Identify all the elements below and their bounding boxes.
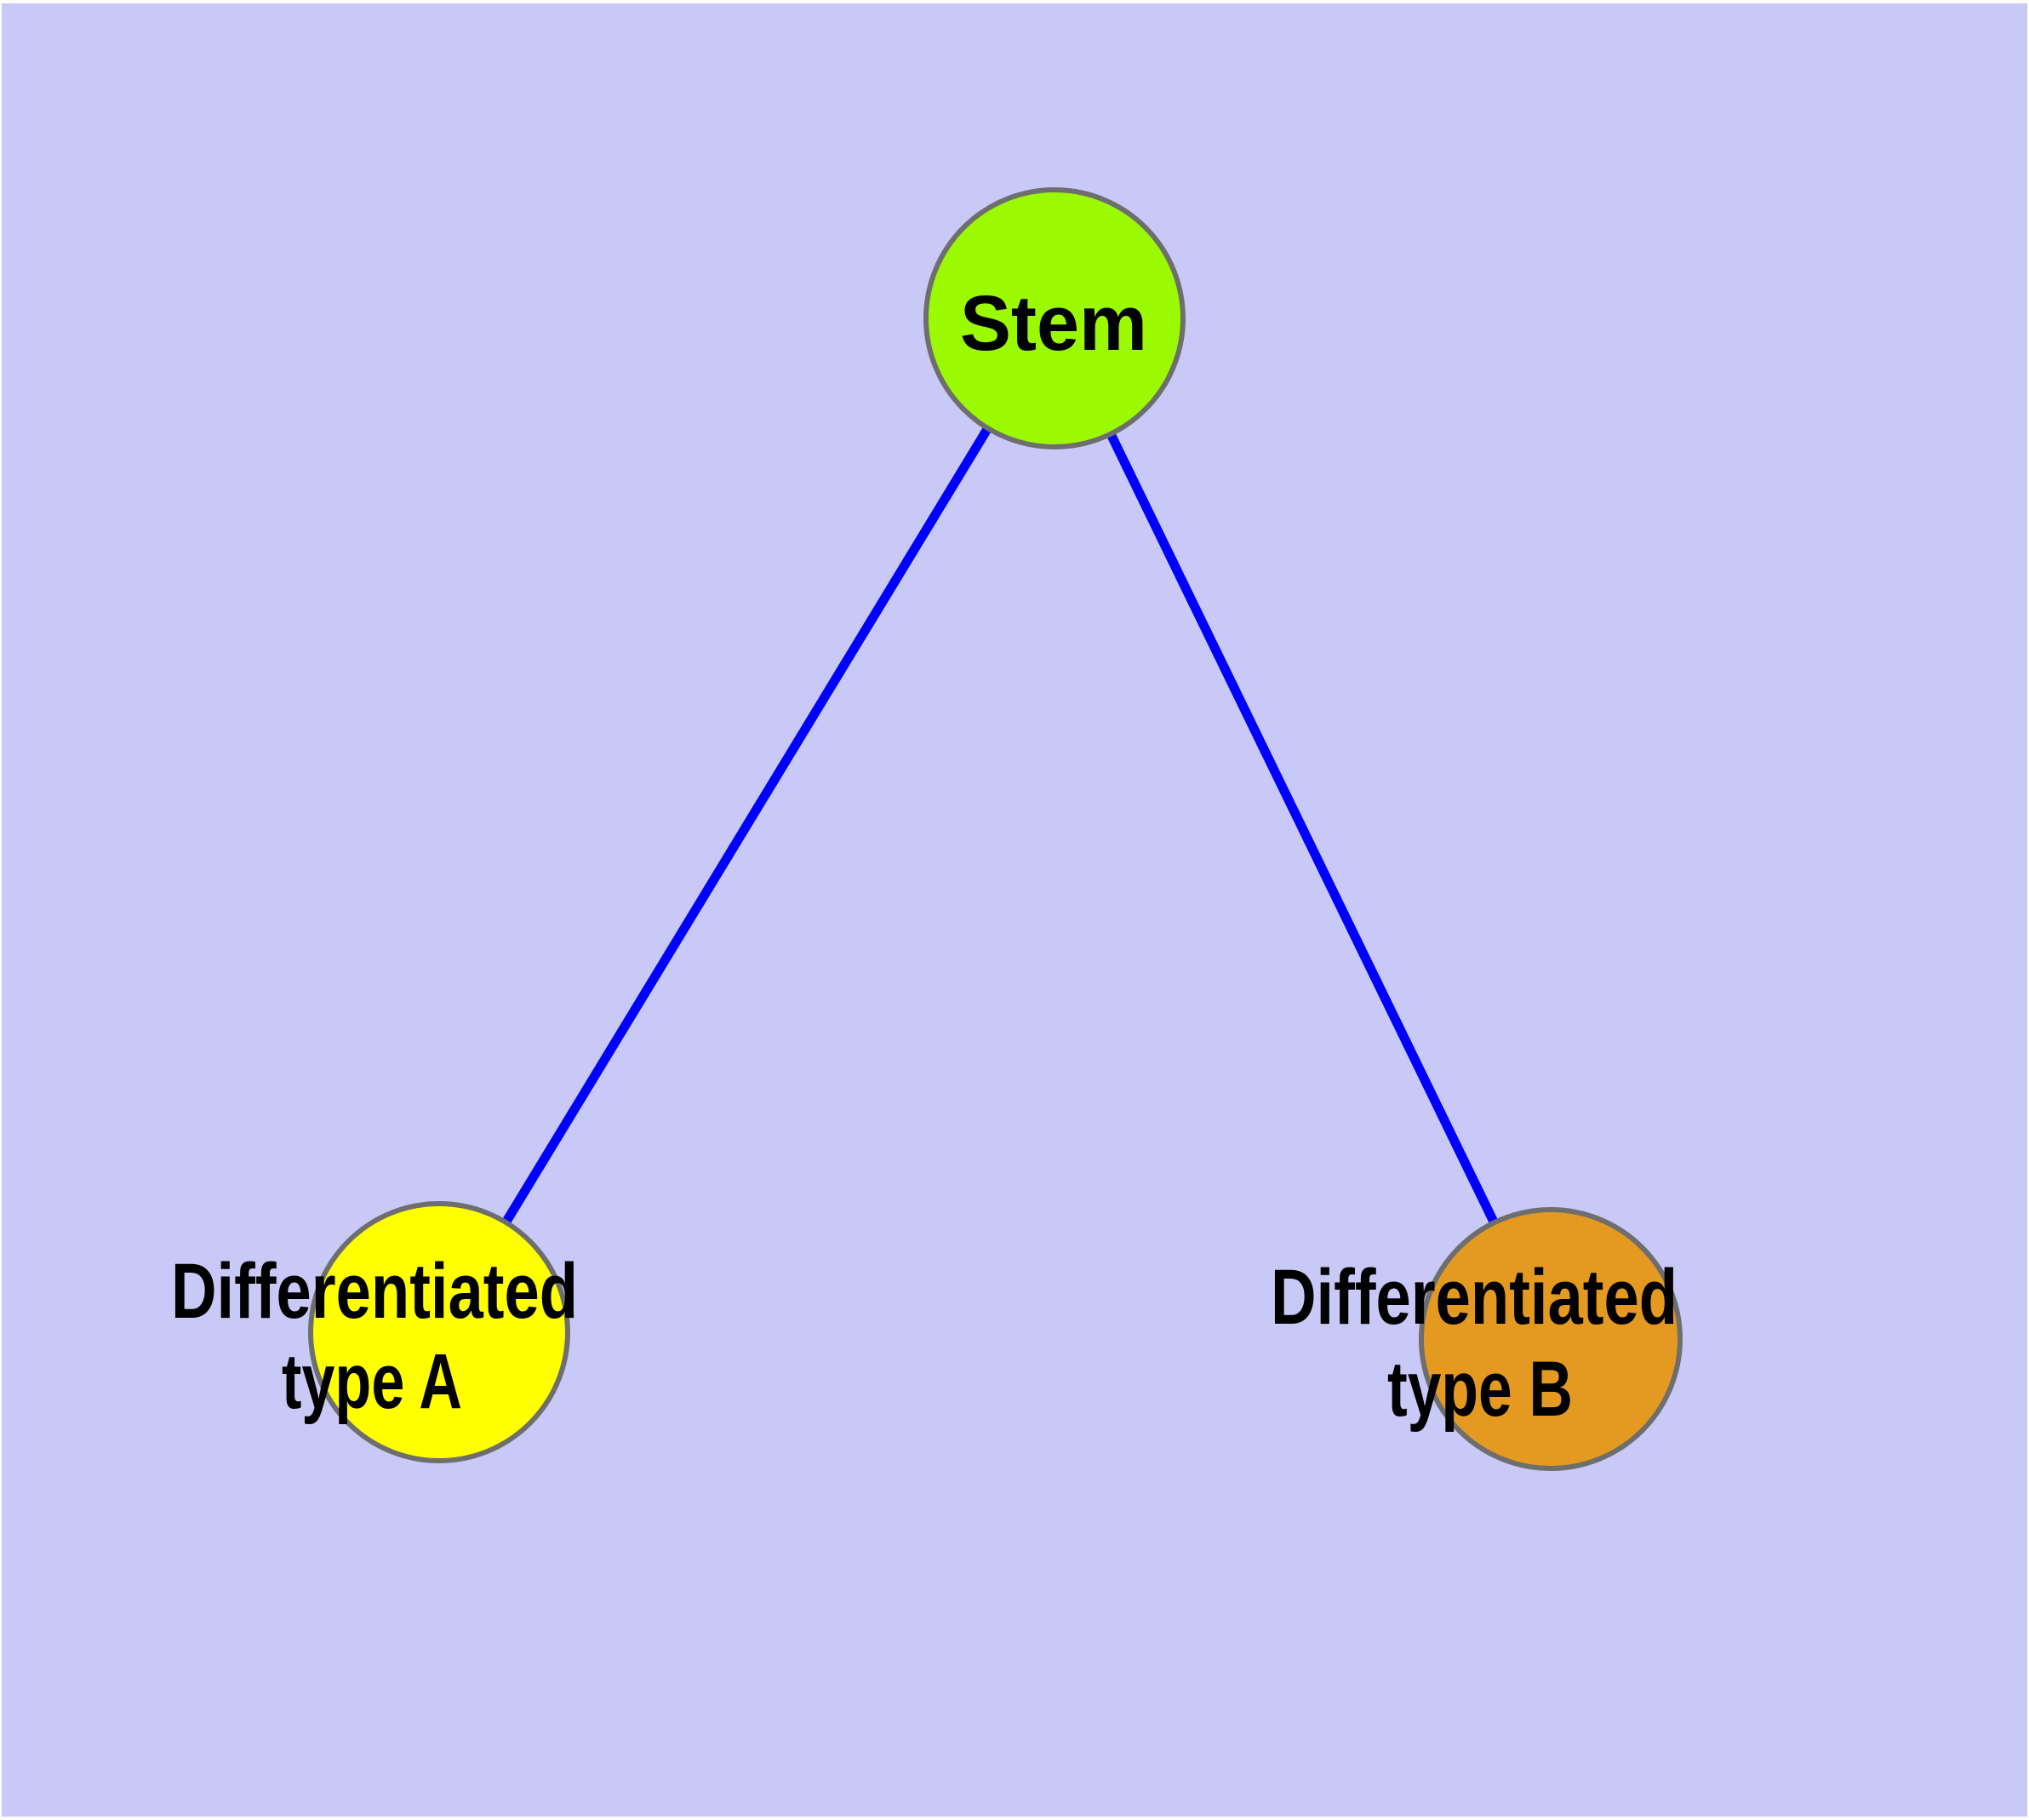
edge-stem-to-differentiated-type-a <box>435 316 1059 1335</box>
node-label-stem-line-1: Stem <box>960 280 1147 367</box>
node-stem <box>923 187 1186 449</box>
edge-stem-to-differentiated-type-b <box>1050 316 1555 1342</box>
node-differentiated-type-a <box>308 1201 570 1463</box>
node-label-differentiated-type-b-line-2: type B <box>1387 1346 1573 1433</box>
node-label-differentiated-type-a-line-2: type A <box>282 1338 462 1425</box>
node-label-differentiated-type-a-line-1: Differentiated <box>171 1248 578 1335</box>
node-label-differentiated-type-b-line-1: Differentiated <box>1271 1254 1677 1341</box>
node-differentiated-type-b <box>1419 1207 1683 1471</box>
